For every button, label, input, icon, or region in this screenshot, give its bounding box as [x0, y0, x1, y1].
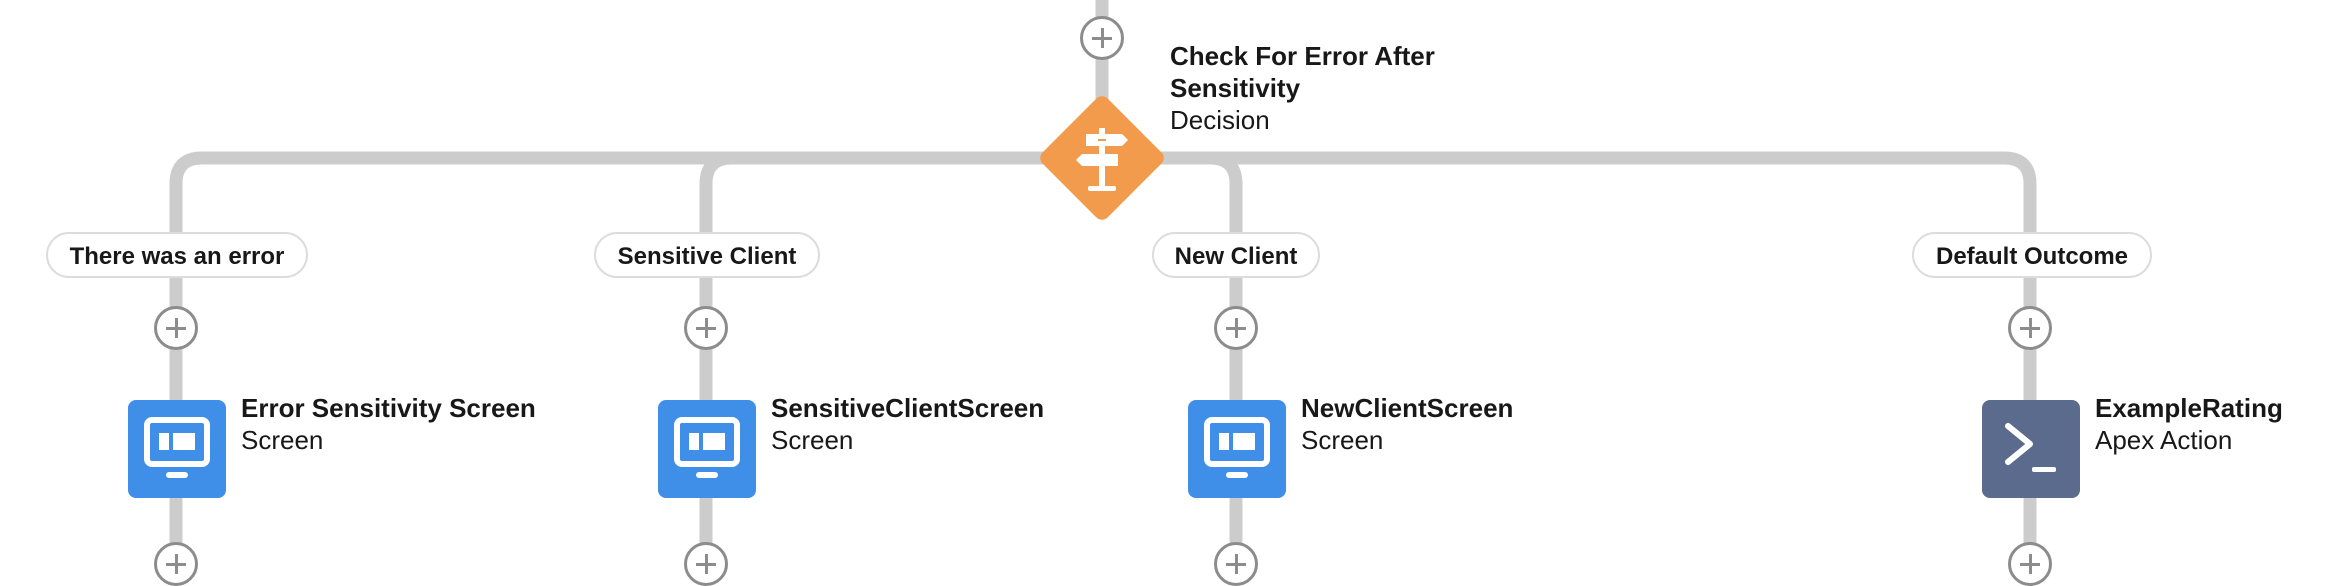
monitor-icon	[674, 417, 740, 478]
add-element-button[interactable]	[2008, 306, 2052, 350]
monitor-icon	[144, 417, 210, 478]
connector-branch-1	[169, 151, 1102, 564]
outcome-pill-sensitive-client[interactable]: Sensitive Client	[594, 232, 820, 278]
outcome-pill-new-client[interactable]: New Client	[1152, 232, 1320, 278]
element-title: Error Sensitivity Screen	[241, 393, 536, 423]
add-element-button[interactable]	[684, 542, 728, 586]
element-label: ExampleRating Apex Action	[2095, 392, 2283, 456]
flow-connectors	[169, 0, 2037, 564]
terminal-prompt-icon	[2005, 423, 2056, 472]
element-title: NewClientScreen	[1301, 393, 1514, 423]
decision-title-line1: Check For Error After	[1170, 41, 1435, 71]
add-element-button[interactable]	[1080, 16, 1124, 60]
element-label: NewClientScreen Screen	[1301, 392, 1513, 456]
outcome-pill-default[interactable]: Default Outcome	[1912, 232, 2152, 278]
element-type: Screen	[771, 425, 854, 455]
monitor-icon	[1204, 417, 1270, 478]
decision-type: Decision	[1170, 105, 1270, 135]
decision-title-line2: Sensitivity	[1170, 73, 1301, 103]
screen-element-node[interactable]	[658, 400, 756, 498]
element-type: Screen	[241, 425, 324, 455]
element-title: ExampleRating	[2095, 393, 2283, 423]
outcome-label: Default Outcome	[1935, 243, 2129, 270]
decision-node[interactable]	[1036, 92, 1168, 224]
outcome-label: There was an error	[69, 243, 285, 270]
element-type: Apex Action	[2095, 425, 2233, 455]
outcome-label: Sensitive Client	[617, 243, 797, 270]
apex-action-node[interactable]	[1982, 400, 2080, 498]
add-element-button[interactable]	[154, 306, 198, 350]
add-element-button[interactable]	[684, 306, 728, 350]
signpost-icon	[1040, 96, 1164, 220]
add-element-button[interactable]	[1214, 542, 1258, 586]
connector-branch-2	[699, 151, 1102, 564]
screen-element-node[interactable]	[1188, 400, 1286, 498]
element-label: Error Sensitivity Screen Screen	[241, 392, 536, 456]
add-element-button[interactable]	[2008, 542, 2052, 586]
outcome-label: New Client	[1174, 243, 1298, 270]
add-element-button[interactable]	[154, 542, 198, 586]
decision-label: Check For Error After Sensitivity Decisi…	[1170, 40, 1490, 136]
element-label: SensitiveClientScreen Screen	[771, 392, 1044, 456]
add-element-button[interactable]	[1214, 306, 1258, 350]
outcome-pill-error[interactable]: There was an error	[46, 232, 308, 278]
connector-branch-4	[1102, 151, 2037, 564]
screen-element-node[interactable]	[128, 400, 226, 498]
element-title: SensitiveClientScreen	[771, 393, 1045, 423]
element-type: Screen	[1301, 425, 1384, 455]
